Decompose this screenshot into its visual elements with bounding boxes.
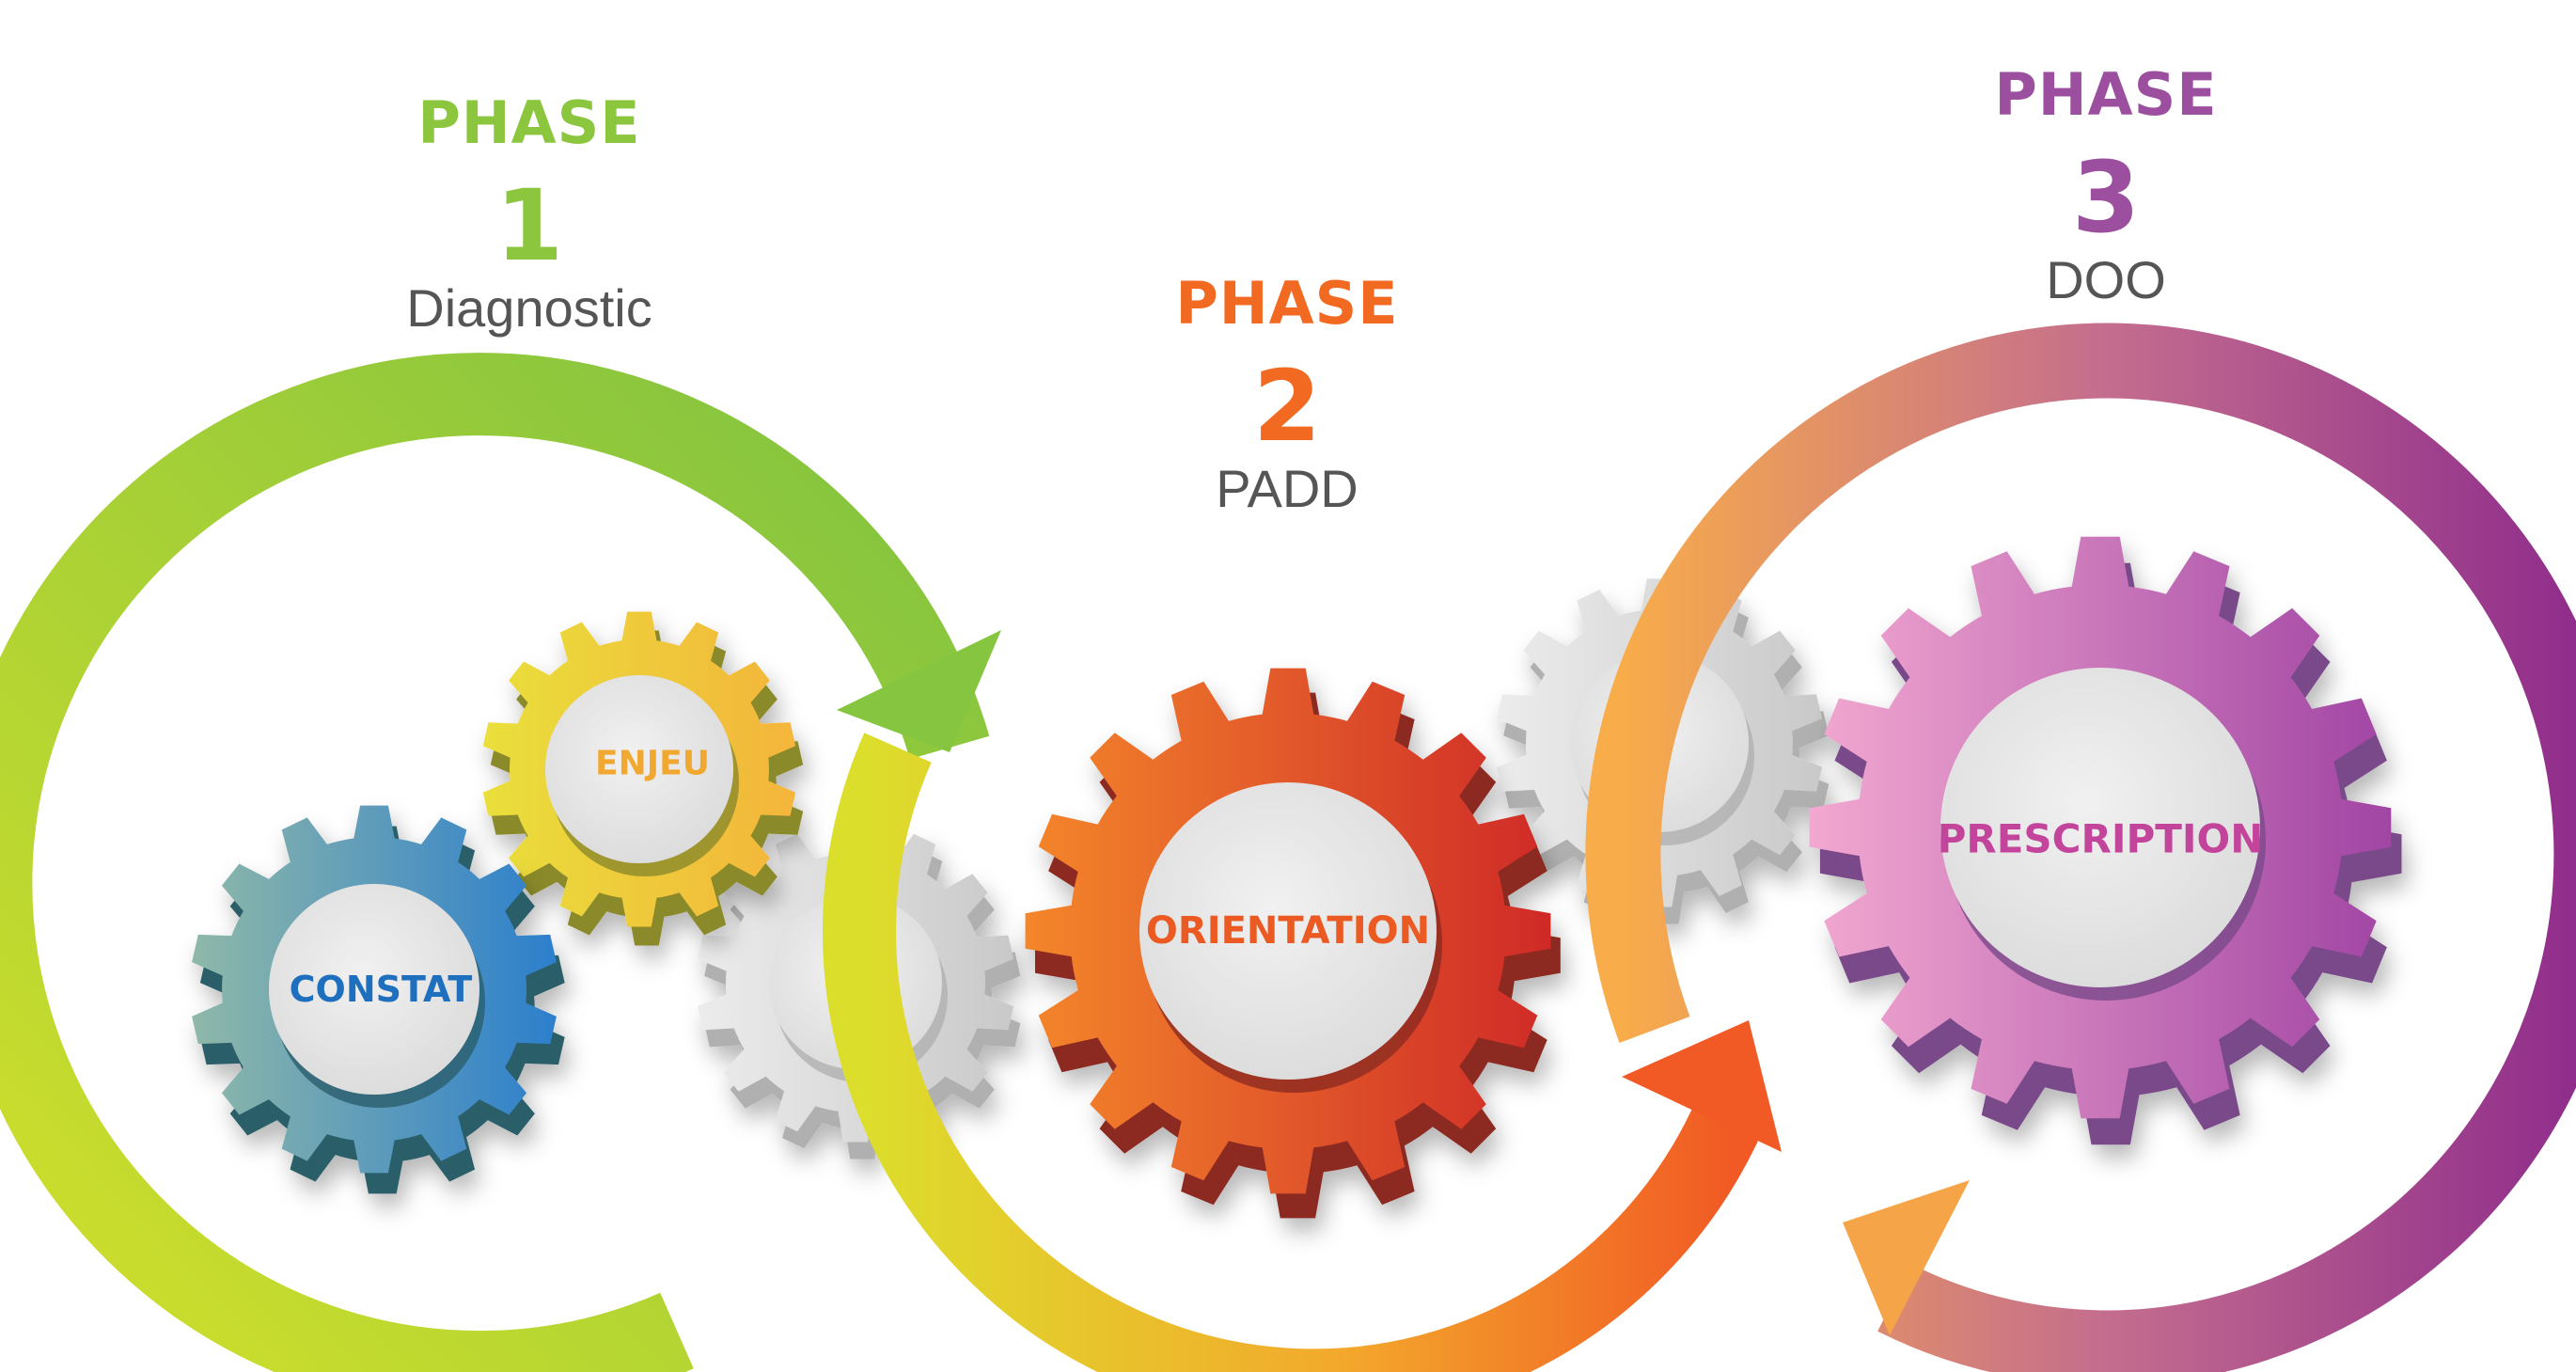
- phase-1-word: PHASE: [417, 88, 641, 157]
- phase-3-number: 3: [2071, 140, 2141, 255]
- phase-2-heading: PHASE 2 PADD: [1052, 275, 1522, 515]
- phase3-arrow: [1585, 323, 2576, 1372]
- phase-3-heading: PHASE 3 DOO: [1871, 66, 2341, 307]
- phase-2-subtitle: PADD: [1216, 459, 1359, 518]
- phase-3-word: PHASE: [1994, 60, 2218, 129]
- phase-1-subtitle: Diagnostic: [406, 278, 652, 338]
- gear-enjeu-hub: [545, 675, 733, 863]
- phase1-arrow: [0, 353, 1001, 1372]
- gear-enjeu: [482, 611, 804, 946]
- gear-label-orientation: ORIENTATION: [1145, 909, 1431, 953]
- phase3-arrowhead: [1843, 1180, 1970, 1335]
- phase2-arrow-body: [822, 733, 1764, 1372]
- phase-1-number: 1: [495, 168, 564, 283]
- gear-constat-hub: [269, 884, 479, 1095]
- phase1-arrow-body: [0, 353, 990, 1372]
- phase-2-number: 2: [1252, 349, 1322, 464]
- gear-label-constat: CONSTAT: [289, 969, 473, 1010]
- phase1-arrowhead: [837, 630, 1001, 752]
- colored-gears-layer: [192, 536, 2402, 1219]
- gear-orientation-hub: [1139, 782, 1437, 1080]
- gear-prescription: [1809, 536, 2402, 1145]
- phase3-arrow-body: [1585, 323, 2576, 1372]
- gear-label-prescription: PRESCRIPTION: [1937, 815, 2264, 862]
- phase-3-subtitle: DOO: [2046, 250, 2166, 309]
- gear-prescription-hub: [1940, 668, 2260, 987]
- phase-1-heading: PHASE 1 Diagnostic: [294, 94, 764, 335]
- phase2-arrow: [822, 733, 1782, 1372]
- phase2-arrowhead: [1622, 1020, 1782, 1152]
- phase-2-word: PHASE: [1175, 269, 1399, 338]
- gear-orientation: [1025, 668, 1561, 1219]
- gear-label-enjeu: ENJEU: [595, 744, 710, 783]
- gear-constat: [192, 805, 565, 1194]
